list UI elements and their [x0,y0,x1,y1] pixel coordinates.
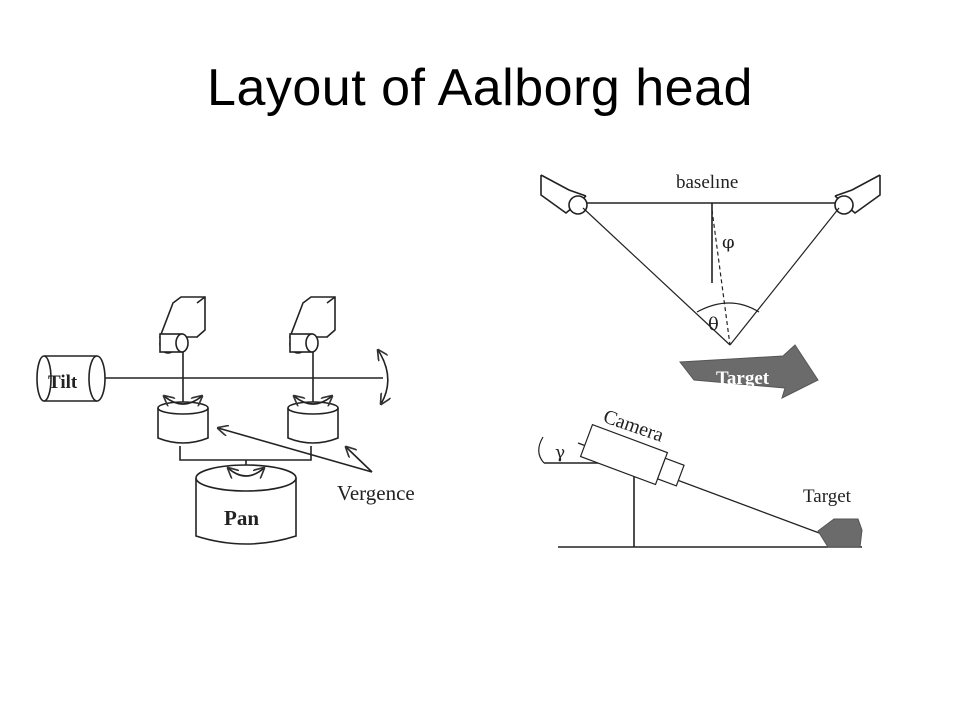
stereo-geometry-diagram: baselıne φ θ Target [540,172,881,399]
target-direction-line [711,209,731,346]
left-vergence-motor [157,396,209,444]
baseline-label: baselıne [676,172,738,193]
vergence-label: Vergence [337,481,415,505]
right-view-line [729,207,840,346]
theta-arc [696,302,760,313]
stereo-left-camera [540,174,588,215]
theta-label: θ [708,314,719,335]
stereo-right-camera [834,174,881,215]
gamma-arc [538,436,545,464]
head-mechanism-diagram: Tilt [36,296,415,545]
phi-label: φ [722,232,735,253]
vergence-pointer-right [346,447,373,473]
target-label-top: Target [716,368,770,389]
left-camera [158,296,206,354]
tilt-geometry-diagram: γ Camera Target [538,406,863,548]
slide-title: Layout of Aalborg head [207,59,753,117]
left-view-line [582,207,731,346]
pan-motor [195,464,297,545]
gamma-label: γ [555,443,565,463]
tilt-rotation-arrow [378,350,388,404]
right-vergence-motor [287,396,339,444]
pan-label: Pan [224,506,259,530]
vergence-link-bar [179,446,312,461]
tilt-label: Tilt [48,372,78,393]
target-arrow-shape [679,344,819,399]
target-block [817,518,863,548]
right-camera [288,296,336,354]
vergence-pointer-left [218,428,373,473]
tilted-camera [579,423,685,487]
target-label-bottom: Target [803,486,852,507]
